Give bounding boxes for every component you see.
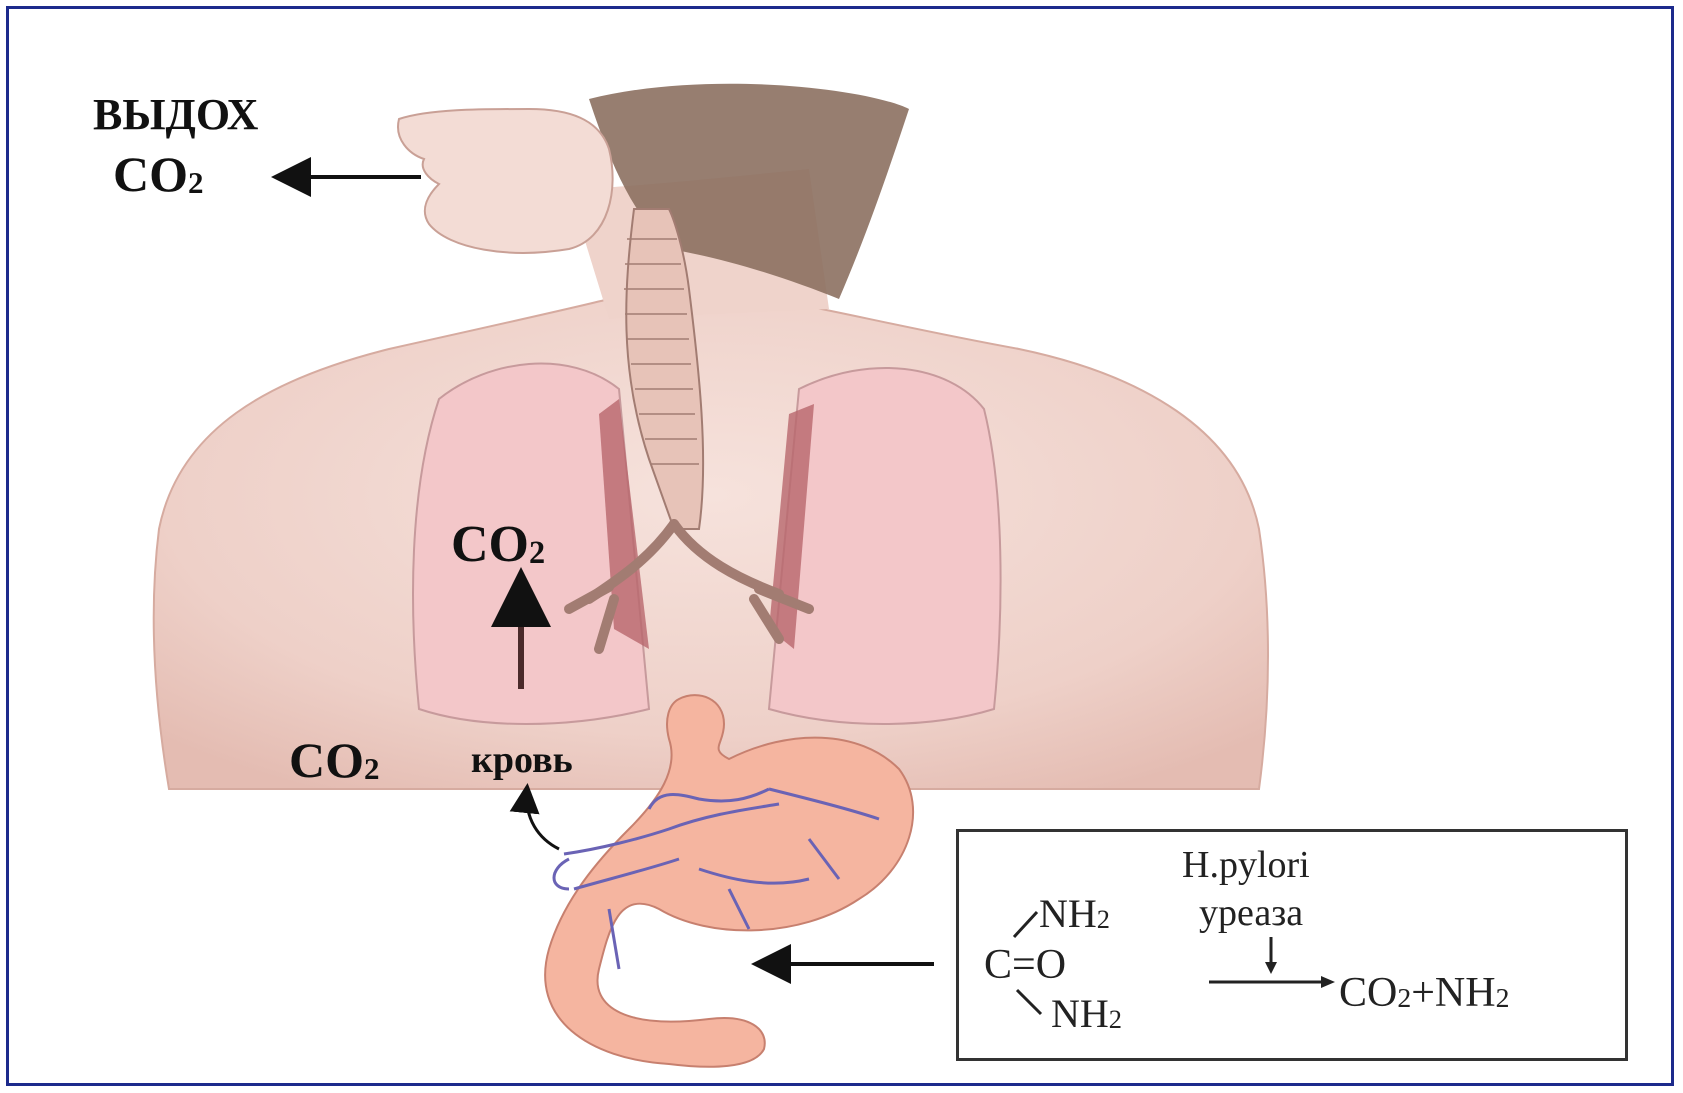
exhale-label: ВЫДОХ [93,93,258,137]
urease-reaction-box: H.pylori NH2 уреаза C=O NH2 CO2+NH2 [956,829,1628,1061]
face-profile [398,109,613,253]
diagram-frame: ВЫДОХ CO2 CO2 CO2 кровь H.pylori NH2 уре… [6,6,1674,1086]
blood-curved-arrow [527,789,559,849]
blood-label: кровь [471,741,573,779]
lungs-co2-label: CO2 [451,519,545,571]
reaction-bonds [959,832,1625,1058]
blood-co2-label: CO2 [289,735,380,785]
exhale-co2-label: CO2 [113,149,204,199]
